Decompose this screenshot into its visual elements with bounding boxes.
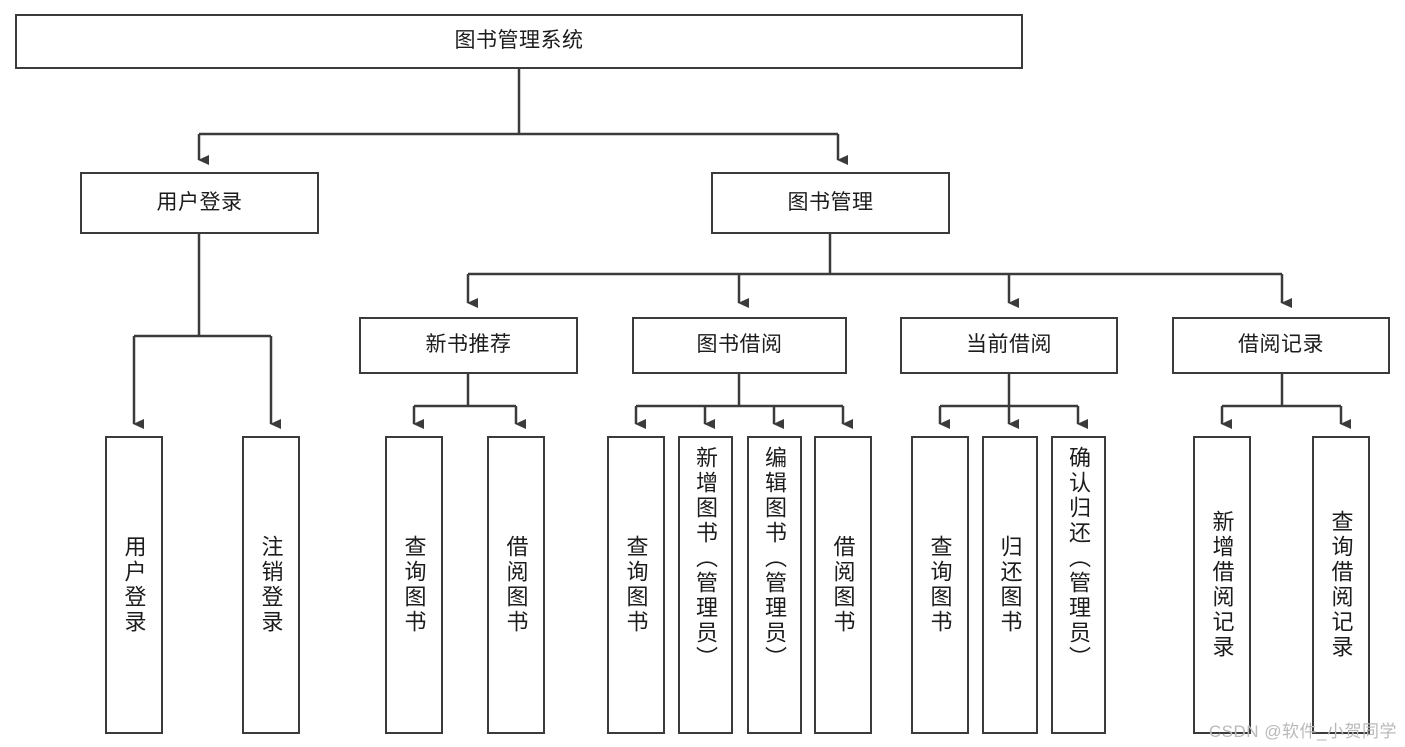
leaf-current-borrow-confirm[interactable]: 确认归还（管理员） (1051, 436, 1106, 734)
leaf-user-login-signin-label: 用户登录 (121, 535, 147, 635)
node-current-borrow-label: 当前借阅 (966, 333, 1052, 357)
leaf-new-book-borrow-label: 借阅图书 (503, 535, 529, 635)
leaf-user-login-signin[interactable]: 用户登录 (105, 436, 163, 734)
watermark-text: CSDN @软件_小贺同学 (1208, 722, 1397, 741)
leaf-current-borrow-return[interactable]: 归还图书 (982, 436, 1038, 734)
node-root-book-management-system[interactable]: 图书管理系统 (15, 14, 1023, 69)
leaf-book-borrow-lend-label: 借阅图书 (830, 535, 856, 635)
leaf-user-login-signout[interactable]: 注销登录 (242, 436, 300, 734)
leaf-current-borrow-query[interactable]: 查询图书 (911, 436, 969, 734)
leaf-book-borrow-edit-label: 编辑图书（管理员） (762, 446, 788, 671)
node-borrow-record[interactable]: 借阅记录 (1172, 317, 1390, 374)
leaf-book-borrow-lend[interactable]: 借阅图书 (814, 436, 872, 734)
node-new-book-recommend-label: 新书推荐 (425, 333, 512, 357)
node-borrow-record-label: 借阅记录 (1238, 333, 1324, 357)
node-current-borrow[interactable]: 当前借阅 (900, 317, 1118, 374)
leaf-book-borrow-query[interactable]: 查询图书 (607, 436, 665, 734)
leaf-current-borrow-confirm-label: 确认归还（管理员） (1066, 446, 1092, 671)
node-new-book-recommend[interactable]: 新书推荐 (359, 317, 578, 374)
node-book-borrow-label: 图书借阅 (696, 333, 783, 357)
node-book-management-label: 图书管理 (787, 190, 874, 214)
leaf-book-borrow-query-label: 查询图书 (623, 535, 649, 635)
node-root-label: 图书管理系统 (454, 29, 584, 53)
leaf-book-borrow-add[interactable]: 新增图书（管理员） (678, 436, 733, 734)
node-book-borrow[interactable]: 图书借阅 (632, 317, 847, 374)
leaf-user-login-signout-label: 注销登录 (258, 535, 284, 635)
leaf-new-book-query-label: 查询图书 (401, 535, 427, 635)
node-user-login-label: 用户登录 (156, 190, 243, 214)
leaf-new-book-borrow[interactable]: 借阅图书 (487, 436, 545, 734)
leaf-current-borrow-return-label: 归还图书 (997, 535, 1023, 635)
leaf-borrow-record-query[interactable]: 查询借阅记录 (1312, 436, 1370, 734)
leaf-new-book-query[interactable]: 查询图书 (385, 436, 443, 734)
leaf-current-borrow-query-label: 查询图书 (927, 535, 953, 635)
leaf-book-borrow-add-label: 新增图书（管理员） (693, 446, 719, 671)
leaf-book-borrow-edit[interactable]: 编辑图书（管理员） (747, 436, 802, 734)
leaf-borrow-record-add[interactable]: 新增借阅记录 (1193, 436, 1251, 734)
node-book-management[interactable]: 图书管理 (711, 172, 950, 234)
node-user-login[interactable]: 用户登录 (80, 172, 319, 234)
leaf-borrow-record-query-label: 查询借阅记录 (1328, 510, 1354, 660)
leaf-borrow-record-add-label: 新增借阅记录 (1209, 510, 1235, 660)
